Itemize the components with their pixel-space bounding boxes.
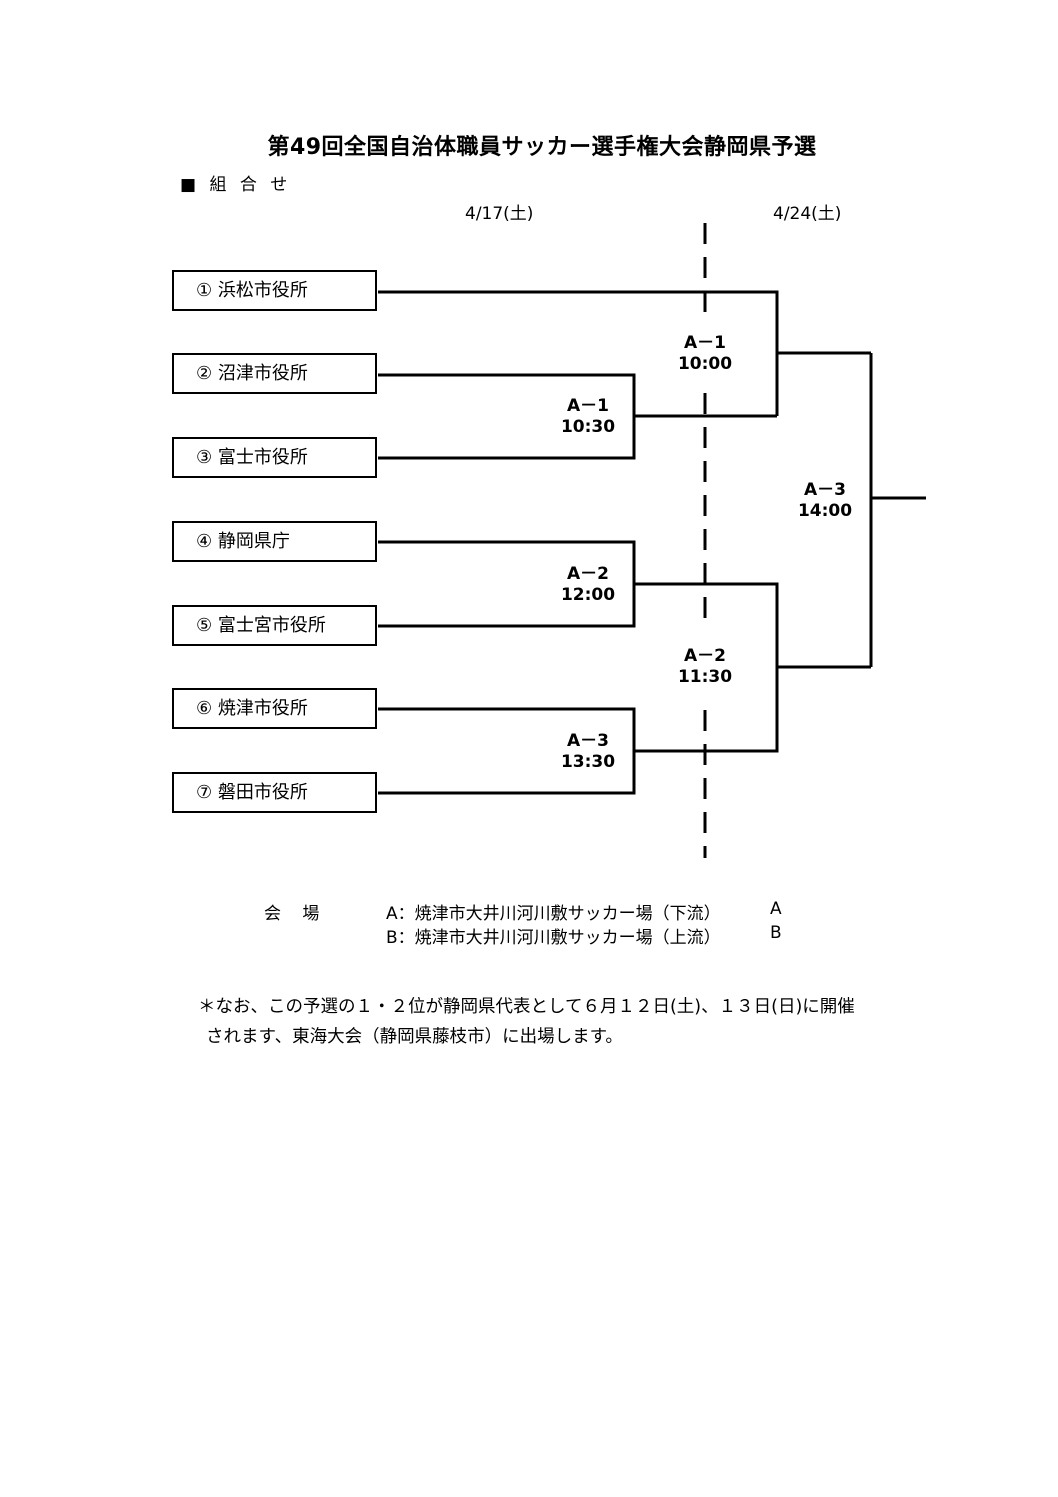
match-code: A－3	[567, 731, 609, 751]
note-line-1: ＊なお、この予選の１・２位が静岡県代表として６月１２日(土)、１３日(日)に開催	[198, 997, 855, 1017]
match-code: A－1	[567, 396, 609, 416]
match-code: A－2	[684, 646, 726, 666]
team-box-4: ④ 静岡県庁	[172, 521, 377, 562]
match-code: A－2	[567, 564, 609, 584]
match-time: 10:30	[560, 417, 616, 437]
match-a1-1000: A－1 10:00	[665, 333, 745, 375]
venue-label: 会 場	[264, 904, 328, 924]
note-line-2: されます、東海大会（静岡県藤枝市）に出場します。	[206, 1027, 623, 1047]
team-box-3: ③ 富士市役所	[172, 437, 377, 478]
match-a2-1200: A－2 12:00	[548, 564, 628, 606]
team-box-5: ⑤ 富士宮市役所	[172, 605, 377, 646]
team-box-6: ⑥ 焼津市役所	[172, 688, 377, 729]
match-time: 13:30	[560, 752, 616, 772]
match-time: 10:00	[677, 354, 733, 374]
match-time: 11:30	[677, 667, 733, 687]
match-code: A－3	[804, 480, 846, 500]
section-label: ■ 組 合 せ	[180, 175, 292, 195]
team-box-1: ① 浜松市役所	[172, 270, 377, 311]
venue-line-b: B：焼津市大井川河川敷サッカー場（上流）	[386, 928, 721, 948]
venue-code-b: B	[770, 923, 782, 943]
match-time: 12:00	[560, 585, 616, 605]
bracket-line-team1	[378, 290, 779, 416]
round1-date: 4/17(土)	[465, 204, 534, 224]
round2-date: 4/24(土)	[773, 204, 842, 224]
match-a3-1400: A－3 14:00	[783, 480, 867, 522]
team-box-7: ⑦ 磐田市役所	[172, 772, 377, 813]
team-box-2: ② 沼津市役所	[172, 353, 377, 394]
match-time: 14:00	[797, 501, 853, 521]
page-title: 第49回全国自治体職員サッカー選手権大会静岡県予選	[267, 135, 817, 160]
match-a2-1130: A－2 11:30	[665, 646, 745, 688]
venue-line-a: A：焼津市大井川河川敷サッカー場（下流）	[386, 904, 721, 924]
match-a3-1330: A－3 13:30	[548, 731, 628, 773]
venue-code-a: A	[770, 899, 782, 919]
match-a1-1030: A－1 10:30	[548, 396, 628, 438]
match-code: A－1	[684, 333, 726, 353]
